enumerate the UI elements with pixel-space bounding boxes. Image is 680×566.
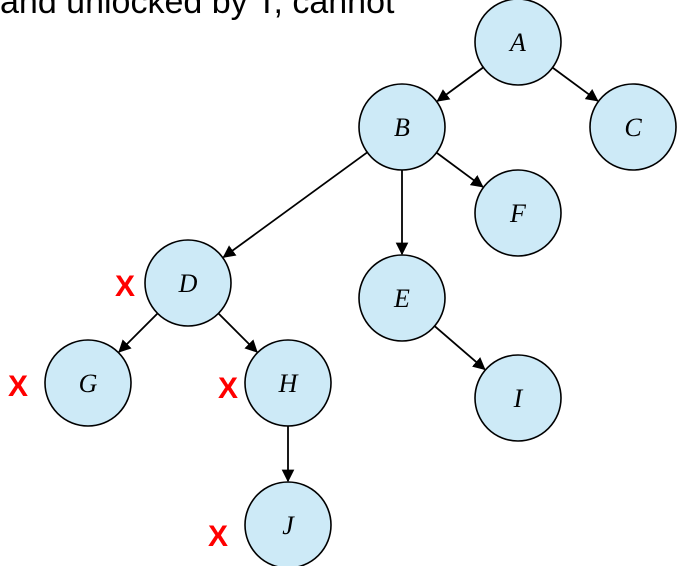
edges-layer <box>118 66 599 483</box>
node-b-circle <box>358 83 446 171</box>
caption-text: and unlocked by T, cannot <box>0 0 395 21</box>
mark-x-g: X <box>8 370 28 403</box>
mark-x-h: X <box>218 372 238 405</box>
edge-b-f <box>435 151 484 188</box>
node-d: D <box>144 239 232 327</box>
node-d-label: D <box>178 269 198 298</box>
node-a-circle <box>474 0 562 86</box>
node-i-label: I <box>513 384 524 413</box>
node-d-circle <box>144 239 232 327</box>
edge-a-c <box>552 66 599 102</box>
node-a-label: A <box>508 28 526 57</box>
node-b: B <box>358 83 446 171</box>
edge-d-g <box>118 312 159 353</box>
node-j-label: J <box>282 511 295 540</box>
node-f-label: F <box>509 199 527 228</box>
edge-d-h <box>217 312 258 353</box>
node-j-circle <box>244 481 332 566</box>
edge-a-b <box>436 66 484 102</box>
node-c-circle <box>589 83 677 171</box>
node-c: C <box>589 83 677 171</box>
nodes-layer: A B C D E F G H I J <box>44 0 677 566</box>
node-h: H <box>244 339 332 427</box>
node-f: F <box>474 169 562 257</box>
edge-b-d <box>222 151 368 258</box>
node-b-label: B <box>394 113 410 142</box>
node-g: G <box>44 339 132 427</box>
mark-x-j: X <box>208 520 228 553</box>
mark-x-d: X <box>115 270 135 303</box>
marks-layer: X X X X <box>8 270 238 553</box>
node-h-label: H <box>278 369 299 398</box>
node-i-circle <box>474 354 562 442</box>
edge-e-i <box>434 325 486 371</box>
node-e-label: E <box>393 284 410 313</box>
node-g-circle <box>44 339 132 427</box>
node-g-label: G <box>79 369 98 398</box>
node-c-label: C <box>624 113 642 142</box>
node-a: A <box>474 0 562 86</box>
node-e: E <box>358 254 446 342</box>
node-e-circle <box>358 254 446 342</box>
node-f-circle <box>474 169 562 257</box>
node-j: J <box>244 481 332 566</box>
node-i: I <box>474 354 562 442</box>
node-h-circle <box>244 339 332 427</box>
